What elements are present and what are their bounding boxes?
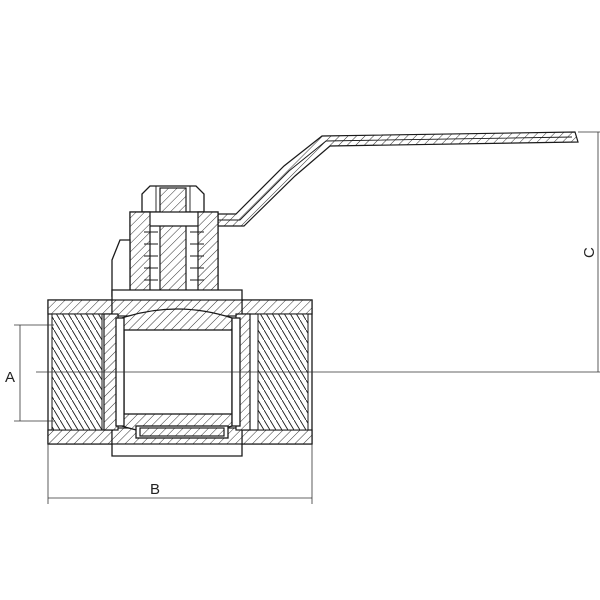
dimension-c-label: C	[581, 247, 598, 258]
dimension-a-label: A	[5, 369, 15, 386]
bottom-boss	[135, 425, 229, 439]
dimension-b: B	[47, 444, 313, 504]
lever-handle	[211, 131, 579, 227]
dimension-c: C	[578, 131, 600, 372]
dimension-b-label: B	[150, 481, 160, 498]
dimension-a: A	[5, 324, 54, 422]
valve-stem	[159, 187, 187, 309]
